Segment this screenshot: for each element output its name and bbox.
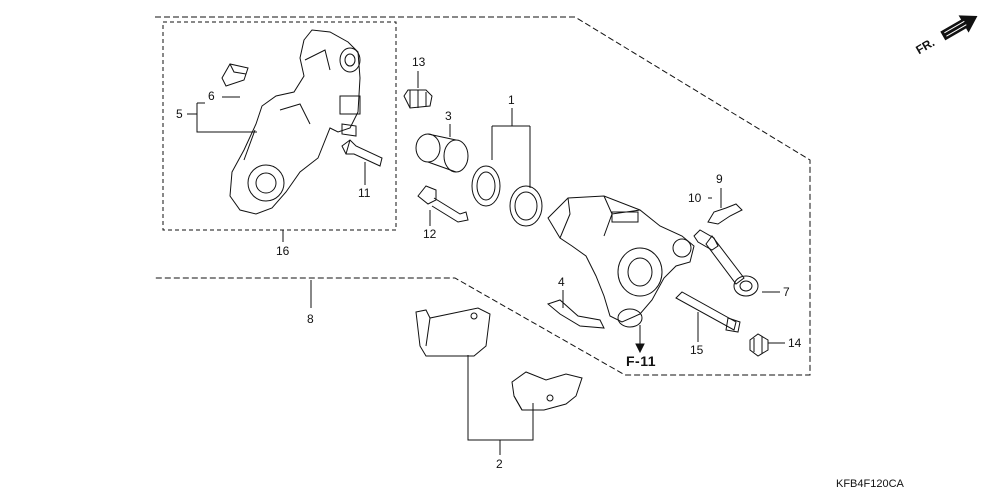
callout-13: 13 xyxy=(412,55,426,69)
leader-2 xyxy=(467,355,534,455)
callout-3: 3 xyxy=(445,109,452,123)
callout-2: 2 xyxy=(496,457,503,471)
callout-4: 4 xyxy=(558,275,565,289)
pin-11-drawing xyxy=(341,139,383,167)
caliper-body-drawing xyxy=(547,195,695,328)
callout-6: 6 xyxy=(208,89,215,103)
bracket-assembly-box xyxy=(162,21,397,231)
callout-7: 7 xyxy=(783,285,790,299)
callout-11: 11 xyxy=(358,186,371,200)
callout-15: 15 xyxy=(690,343,704,357)
pad-pin-drawing xyxy=(675,291,741,333)
leader-1 xyxy=(491,108,531,188)
callout-1: 1 xyxy=(508,93,515,107)
plug-drawing xyxy=(749,333,769,357)
leader-5-6 xyxy=(187,96,257,133)
callout-10: 10 xyxy=(688,191,702,205)
arrow-right-icon xyxy=(940,15,978,41)
callout-16: 16 xyxy=(276,244,290,258)
bleeder-drawing xyxy=(707,203,743,225)
front-direction-indicator: FR. xyxy=(909,2,986,64)
bolt-12-drawing xyxy=(417,185,469,223)
callout-12: 12 xyxy=(423,227,437,241)
bolt-13-drawing xyxy=(403,89,433,109)
brake-pad-front-drawing xyxy=(415,307,491,357)
diagram-code: KFB4F120CA xyxy=(836,478,904,490)
slide-pin-drawing xyxy=(705,235,759,297)
callout-8: 8 xyxy=(307,312,314,326)
pad-clip-drawing xyxy=(221,63,249,87)
pad-retainer-drawing xyxy=(546,299,605,329)
piston-drawing xyxy=(415,133,469,173)
bleeder-cap-drawing xyxy=(693,229,719,251)
callout-5: 5 xyxy=(176,107,183,121)
brake-pad-rear-drawing xyxy=(511,371,583,411)
caliper-bracket-drawing xyxy=(229,29,361,215)
caliper-assembly-boundary xyxy=(155,16,811,376)
seal-small-drawing xyxy=(509,185,543,227)
section-reference-link[interactable]: F-11 xyxy=(626,353,657,369)
callout-9: 9 xyxy=(716,172,723,186)
seal-large-drawing xyxy=(471,165,501,207)
callout-14: 14 xyxy=(788,336,802,350)
